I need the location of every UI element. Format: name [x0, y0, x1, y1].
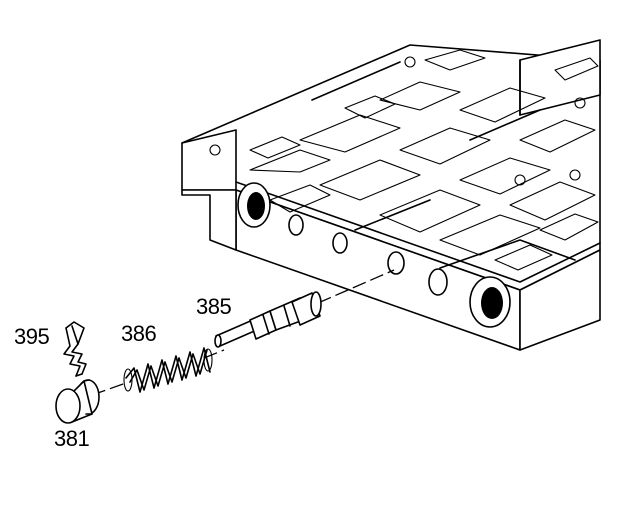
callout-386-label: 386: [121, 321, 157, 346]
valve-bores: [237, 182, 511, 328]
valve-body-casting: [181, 39, 601, 351]
plug-381-part: [55, 379, 100, 424]
spring-386-part: [123, 347, 213, 393]
valve-385-part: [214, 291, 322, 348]
retainer-clip-395-part: [63, 321, 87, 377]
callout-385-label: 385: [196, 294, 232, 319]
fluid-channels: [209, 49, 599, 271]
callout-381-label: 381: [54, 426, 90, 451]
callout-395-label: 395: [14, 324, 50, 349]
